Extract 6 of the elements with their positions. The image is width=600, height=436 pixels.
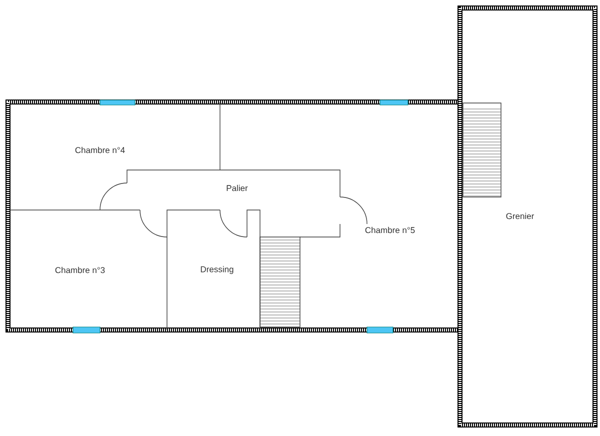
room-label: Chambre n°5 (365, 226, 415, 234)
room-label: Chambre n°4 (75, 146, 125, 154)
room-label: Chambre n°3 (55, 266, 105, 274)
room-label: Dressing (200, 266, 234, 274)
room-label: Palier (226, 184, 248, 192)
room-label: Grenier (506, 212, 534, 220)
